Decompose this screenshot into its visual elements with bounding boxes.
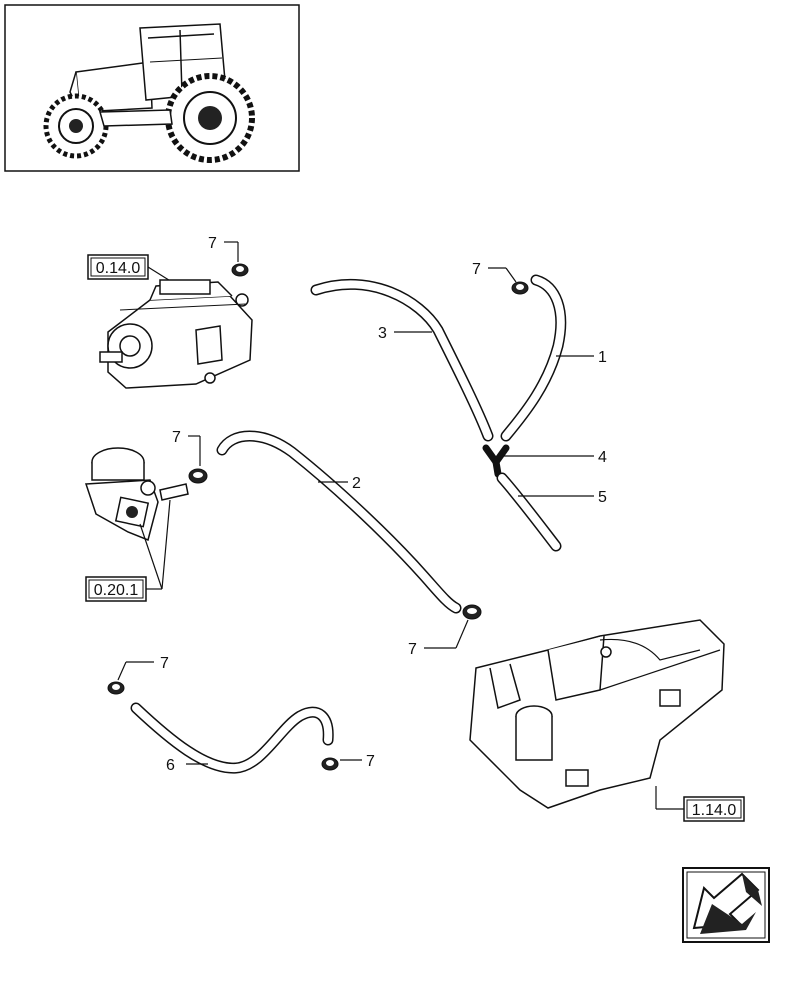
hose-3: [310, 278, 494, 442]
clamp-hose-6-start: [107, 681, 125, 695]
callout-7-hose-1-label: 7: [472, 261, 481, 278]
callout-7-feed-pump-label: 7: [172, 429, 181, 446]
callout-7-hose-6-start: 7: [117, 655, 169, 681]
callout-7-hose-6-end: 7: [340, 753, 375, 770]
callout-1: 1: [556, 349, 607, 366]
clamp-hose-2-end: [462, 604, 482, 620]
hose-1: [500, 274, 567, 442]
callout-7-feed-pump: 7: [172, 429, 201, 466]
callout-3-label: 3: [378, 325, 387, 342]
y-connector-4: [482, 444, 510, 478]
next-page-button[interactable]: [682, 867, 770, 943]
tractor-thumbnail: [4, 4, 300, 172]
callout-3: 3: [378, 325, 432, 342]
fuel-tank: [469, 619, 725, 809]
hose-6: [130, 702, 334, 774]
callout-2: 2: [318, 475, 361, 492]
clamp-feed-pump: [188, 468, 208, 484]
injection-pump: [99, 279, 253, 389]
callout-7-hose-1: 7: [472, 261, 517, 283]
callout-4-label: 4: [598, 449, 607, 466]
callout-5: 5: [518, 489, 607, 506]
clamp-hose-6-end: [321, 757, 339, 771]
tractor-icon: [43, 23, 255, 163]
clamp-pump-top: [231, 263, 249, 277]
ref-injection-pump[interactable]: 0.14.0: [87, 254, 173, 283]
hose-2: [216, 430, 462, 614]
callout-4: 4: [504, 449, 607, 466]
callout-7-hose-2-label: 7: [408, 641, 417, 658]
callout-6: 6: [166, 757, 208, 774]
callout-7-hose-2: 7: [408, 619, 469, 658]
ref-feed-pump[interactable]: 0.20.1: [85, 499, 171, 602]
ref-fuel-tank-label: 1.14.0: [692, 802, 737, 819]
ref-feed-pump-label: 0.20.1: [94, 582, 139, 599]
callout-6-label: 6: [166, 757, 175, 774]
callout-7-hose-6-end-label: 7: [366, 753, 375, 770]
callout-7-pump-label: 7: [208, 235, 217, 252]
ref-injection-pump-label: 0.14.0: [96, 260, 141, 277]
clamp-hose-1: [511, 281, 529, 295]
ref-fuel-tank[interactable]: 1.14.0: [655, 786, 745, 822]
callout-7-hose-6-start-label: 7: [160, 655, 169, 672]
callout-7-pump: 7: [208, 235, 239, 262]
hose-5: [496, 472, 562, 552]
callout-2-label: 2: [352, 475, 361, 492]
callout-1-label: 1: [598, 349, 607, 366]
callout-5-label: 5: [598, 489, 607, 506]
next-page-arrow-icon: [692, 872, 762, 934]
feed-pump: [84, 447, 189, 542]
